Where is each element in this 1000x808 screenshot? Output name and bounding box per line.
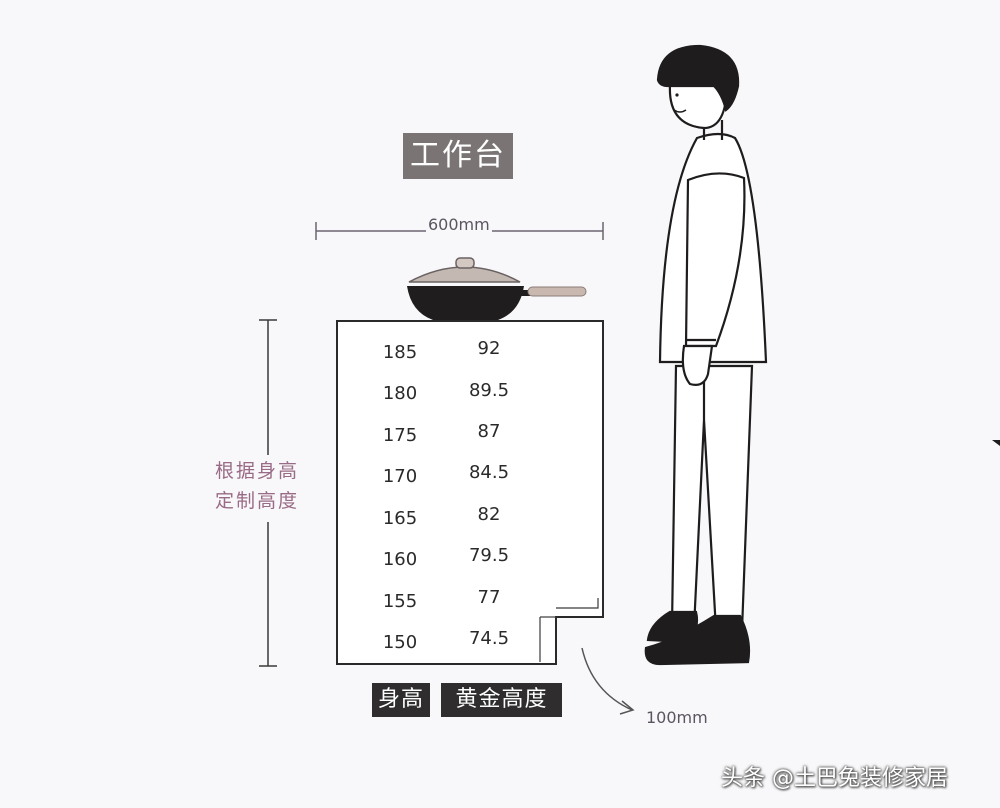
- kick-arrowhead: [619, 700, 635, 715]
- table-golden-cell: 77: [477, 587, 501, 608]
- table-height-cell: 170: [382, 466, 418, 487]
- side-note-line-1: 根据身高: [214, 460, 299, 482]
- cabinet-outline: [336, 320, 604, 665]
- table-height-cell: 165: [382, 508, 418, 529]
- edge-mark: [992, 440, 1000, 446]
- kick-dimension-label: 100mm: [646, 708, 708, 727]
- kick-arrow: [581, 647, 633, 711]
- person-illustration: [644, 44, 768, 666]
- table-golden-cell: 87: [477, 421, 501, 442]
- table-golden-cell: 89.5: [468, 380, 510, 401]
- width-dimension-label: 600mm: [426, 215, 492, 234]
- toe-kick-bracket: [539, 598, 599, 662]
- wok-icon: [407, 257, 587, 320]
- table-golden-cell: 84.5: [468, 462, 510, 483]
- table-golden-cell: 74.5: [468, 628, 510, 649]
- golden-height-column-tag: 黄金高度: [441, 683, 562, 717]
- custom-height-note: 根据身高 定制高度: [202, 456, 312, 516]
- table-golden-cell: 92: [477, 338, 501, 359]
- table-height-cell: 180: [382, 383, 418, 404]
- workbench-title: 工作台: [403, 133, 513, 179]
- table-height-cell: 175: [382, 425, 418, 446]
- table-golden-cell: 82: [477, 504, 501, 525]
- table-height-cell: 150: [382, 632, 418, 653]
- height-column-tag: 身高: [372, 683, 430, 717]
- table-golden-cell: 79.5: [468, 545, 510, 566]
- table-height-cell: 185: [382, 342, 418, 363]
- table-height-cell: 160: [382, 549, 418, 570]
- side-note-line-2: 定制高度: [214, 490, 299, 512]
- watermark: 头条 @土巴兔装修家居: [721, 766, 948, 791]
- table-height-cell: 155: [382, 591, 418, 612]
- height-dimension-line: [259, 319, 277, 667]
